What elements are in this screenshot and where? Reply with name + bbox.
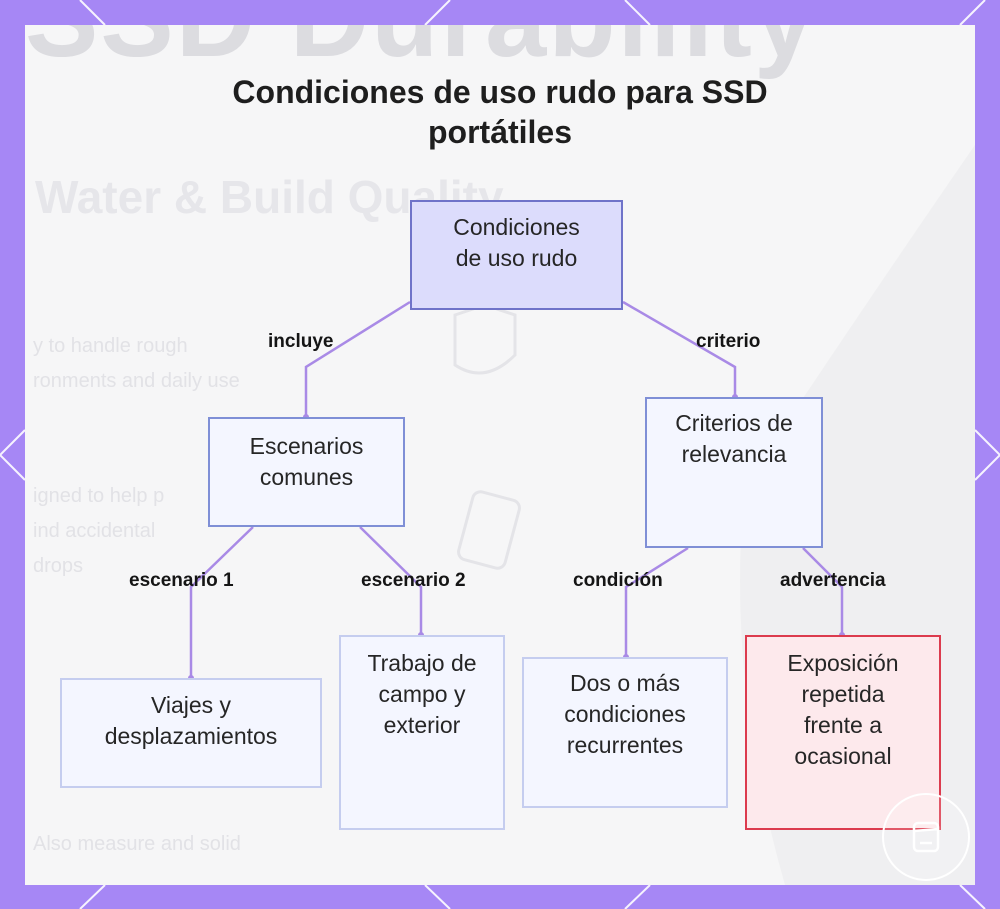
ssd-drive-icon	[912, 821, 940, 853]
edge-label-warning: advertencia	[780, 570, 886, 591]
edge-scenario-1	[189, 526, 254, 678]
edge-label-scenario-1: escenario 1	[129, 570, 234, 591]
background-line: drops	[33, 555, 84, 577]
node-travel: Viajes y desplazamientos	[60, 678, 322, 788]
node-travel-label: Viajes y desplazamientos	[104, 692, 278, 749]
node-scenarios: Escenarios comunes	[208, 417, 405, 527]
edge-includes	[304, 300, 411, 417]
edge-criterion	[622, 300, 737, 397]
background-line: igned to help p	[33, 485, 165, 507]
edge-label-scenario-2: escenario 2	[361, 570, 466, 591]
node-root: Condiciones de uso rudo	[410, 200, 623, 310]
background-line: ronments and daily use	[33, 370, 240, 392]
node-conditions-label: Dos o más condiciones recurrentes	[564, 670, 686, 758]
node-criteria-label: Criterios de relevancia	[675, 410, 793, 467]
background-line: ind accidental	[33, 520, 156, 542]
node-exposure-label: Exposición repetida frente a ocasional	[787, 650, 899, 769]
node-fieldwork-label: Trabajo de campo y exterior	[367, 650, 477, 738]
edge-label-includes: incluye	[268, 331, 334, 352]
background-line: y to handle rough	[33, 335, 188, 357]
edge-warning	[802, 547, 844, 635]
diagram-title: Condiciones de uso rudo para SSD portáti…	[232, 74, 768, 150]
node-criteria: Criterios de relevancia	[645, 397, 823, 548]
node-fieldwork: Trabajo de campo y exterior	[339, 635, 505, 830]
node-scenarios-label: Escenarios comunes	[249, 433, 364, 490]
edge-scenario-2	[359, 526, 423, 635]
edge-label-criterion: criterio	[696, 331, 761, 352]
background-heading: SSD Durability	[25, 25, 817, 82]
badge	[882, 793, 970, 881]
edge-label-condition: condición	[573, 570, 663, 591]
edge-condition	[624, 546, 689, 657]
background-line: Also measure and solid	[33, 833, 241, 855]
node-root-label: Condiciones de uso rudo	[453, 214, 580, 271]
node-conditions: Dos o más condiciones recurrentes	[522, 657, 728, 808]
